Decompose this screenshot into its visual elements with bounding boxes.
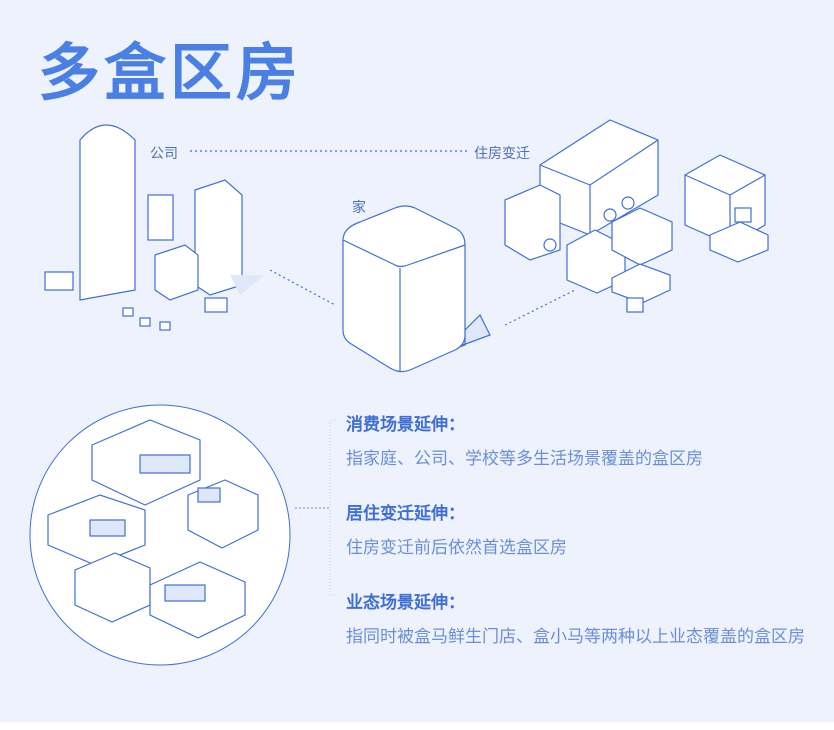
item-heading: 居住变迁延伸： — [346, 504, 465, 524]
item-desc: 指家庭、公司、学校等多生活场景覆盖的盒区房 — [346, 449, 703, 469]
stores-icon — [47, 419, 259, 639]
item-residence: 居住变迁延伸： 住房变迁前后依然首选盒区房 — [346, 499, 806, 564]
item-consumption: 消费场景延伸： 指家庭、公司、学校等多生活场景覆盖的盒区房 — [346, 410, 806, 475]
connector-line — [504, 289, 576, 326]
item-desc: 指同时被盒马鲜生门店、盒小马等两种以上业态覆盖的盒区房 — [346, 627, 805, 647]
office-buildings-icon — [44, 124, 265, 331]
item-business: 业态场景延伸： 指同时被盒马鲜生门店、盒小马等两种以上业态覆盖的盒区房 — [346, 588, 806, 653]
connector-line — [269, 269, 336, 306]
label-home: 家 — [352, 200, 366, 216]
label-company: 公司 — [150, 146, 178, 162]
item-heading: 消费场景延伸： — [346, 415, 465, 435]
item-desc: 住房变迁前后依然首选盒区房 — [346, 538, 567, 558]
label-moving: 住房变迁 — [474, 146, 530, 162]
boxes-icon — [566, 154, 769, 313]
home-box-icon — [342, 205, 491, 373]
item-heading: 业态场景延伸： — [346, 593, 465, 613]
page-title: 多盒区房 — [38, 36, 303, 109]
moving-truck-icon — [504, 119, 659, 261]
